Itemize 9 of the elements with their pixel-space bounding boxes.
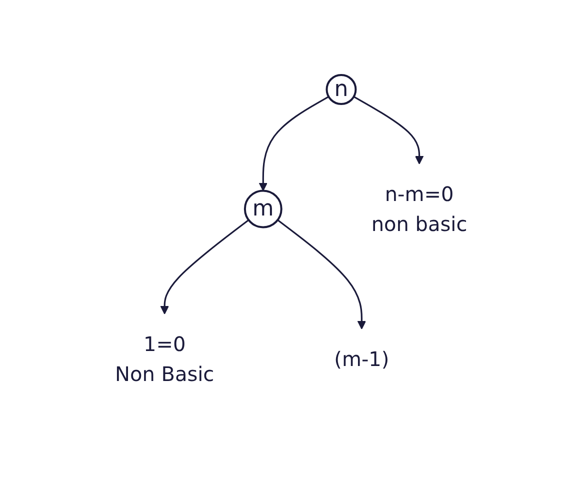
arrow xyxy=(160,219,250,314)
arrow xyxy=(354,96,424,164)
node-text: 1=0 Non Basic xyxy=(115,332,215,386)
node-text: n-m=0 non basic xyxy=(372,182,468,236)
node-circle: n xyxy=(326,74,358,105)
arrow xyxy=(259,96,330,192)
arrow xyxy=(278,219,366,330)
node-circle: m xyxy=(244,190,283,228)
node-text: (m-1) xyxy=(334,346,390,371)
